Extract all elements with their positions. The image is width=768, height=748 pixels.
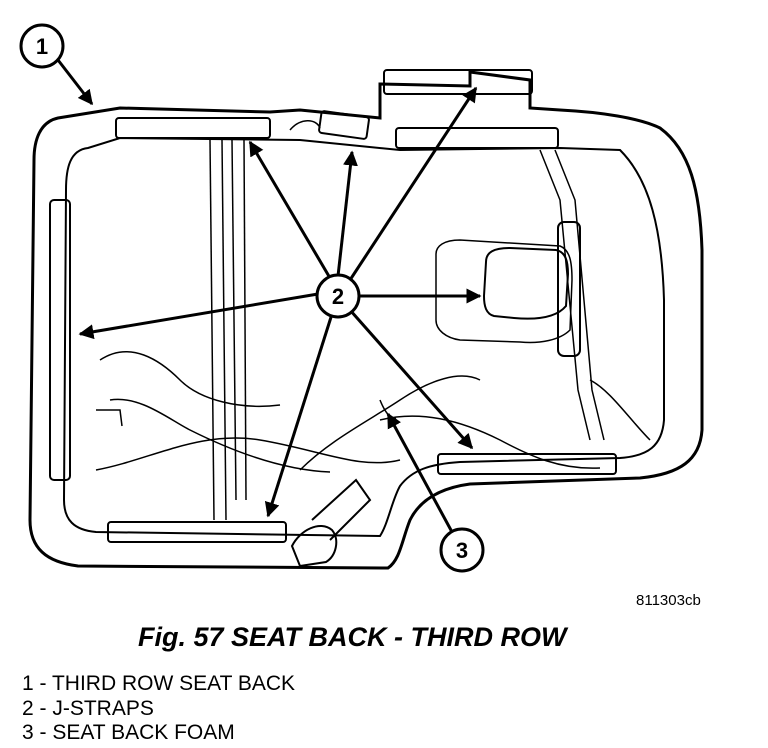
bottom-pocket — [290, 525, 338, 568]
foam-detail-lines — [95, 120, 651, 521]
callout-1-label: 1 — [36, 34, 48, 59]
j-strap-right-side — [557, 221, 581, 357]
j-strap-center-bracket — [482, 246, 570, 320]
figure-caption: Fig. 57 SEAT BACK - THIRD ROW — [138, 622, 567, 652]
callout-2: 2 — [78, 86, 482, 518]
callout-2-label: 2 — [332, 284, 344, 309]
legend-item-2: 2 - J-STRAPS — [22, 696, 154, 720]
legend-item-1: 1 - THIRD ROW SEAT BACK — [22, 672, 296, 695]
legend: 1 - THIRD ROW SEAT BACK 2 - J-STRAPS 3 -… — [22, 672, 295, 746]
seat-back-diagram: 1 2 3 — [19, 23, 704, 573]
legend-item-3: 3 - SEAT BACK FOAM — [22, 721, 235, 744]
callout-1: 1 — [19, 23, 94, 106]
bottom-channel — [311, 478, 372, 541]
reference-code: 811303cb — [636, 592, 701, 609]
j-strap-top-right — [383, 69, 533, 95]
inner-cavity-outline — [62, 136, 665, 538]
j-strap-left-side — [49, 199, 71, 481]
j-strap-top-left — [115, 117, 271, 139]
seat-back-outline — [28, 70, 704, 570]
j-strap-bottom-left — [107, 521, 287, 543]
callout-3: 3 — [386, 412, 485, 573]
j-strap-top-right-lower — [395, 127, 559, 149]
j-strap-bars — [49, 69, 617, 568]
callout-3-label: 3 — [456, 538, 468, 563]
j-strap-bottom-right — [437, 453, 617, 475]
j-strap-top-center — [318, 110, 370, 140]
